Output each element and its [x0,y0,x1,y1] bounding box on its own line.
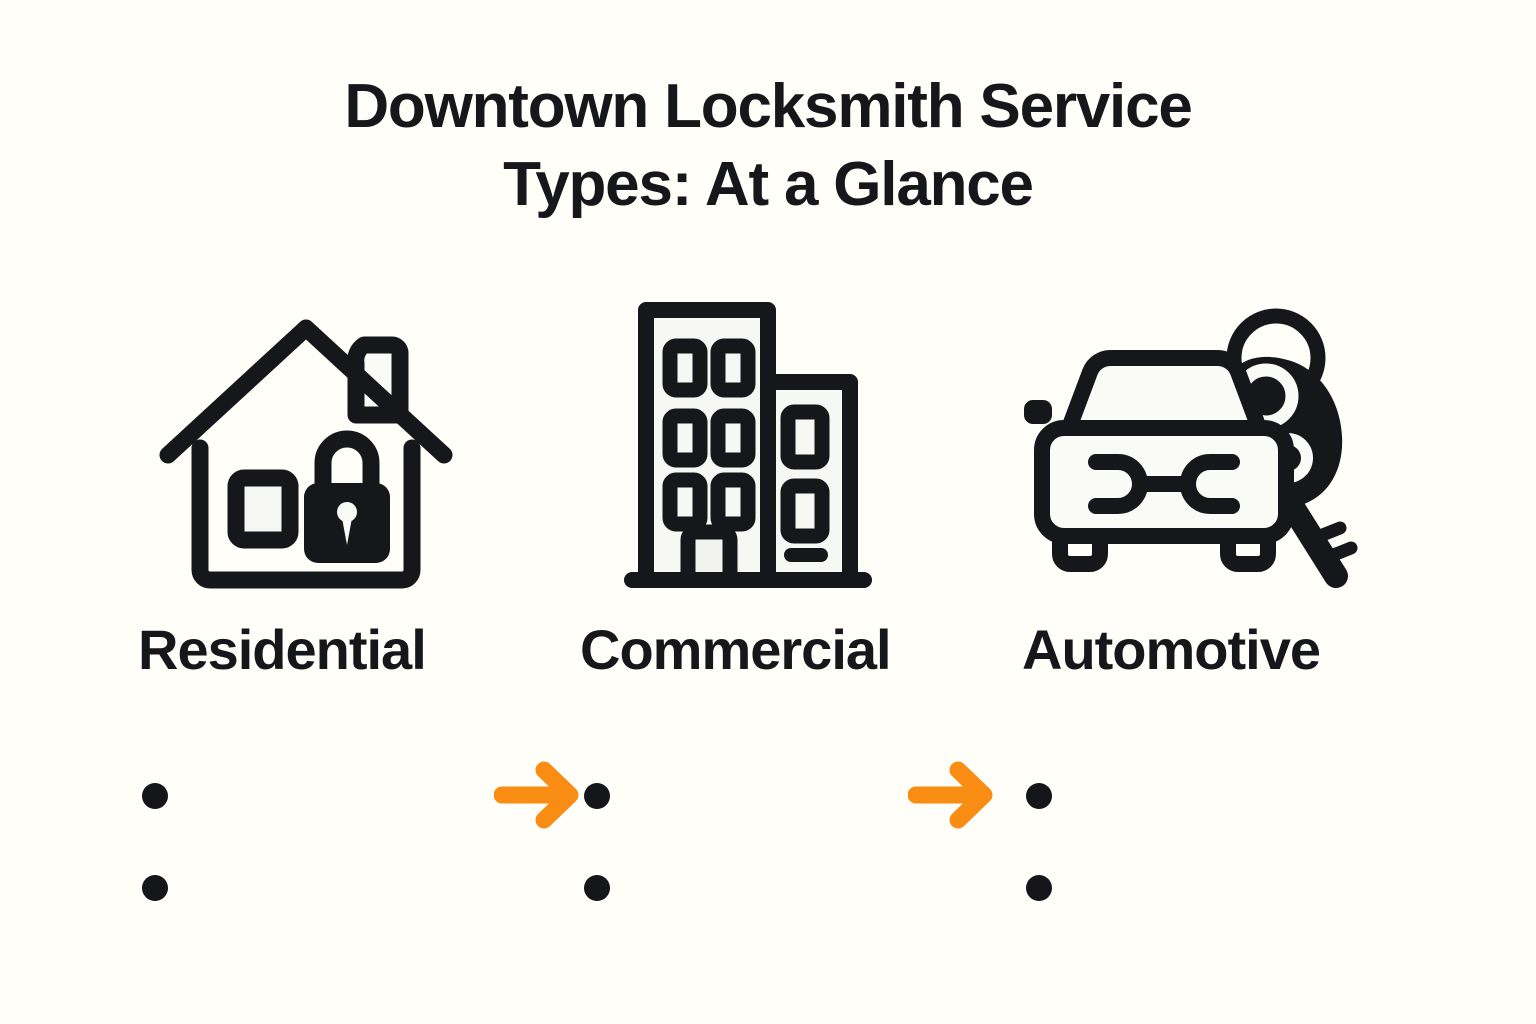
commercial-bullet-list [584,750,984,934]
service-column-commercial: Commercial [570,300,990,940]
residential-icon-wrap [128,300,548,600]
list-item [584,750,984,842]
column-label-automotive: Automotive [1022,618,1321,681]
service-column-residential: Residential [128,300,548,940]
service-type-columns: Residential [0,300,1536,940]
service-column-automotive: Automotive [1012,300,1432,940]
office-buildings-icon [624,302,872,588]
column-label-residential: Residential [138,618,427,681]
column-label-commercial: Commercial [580,618,892,681]
bullet-dot-icon [1026,875,1052,901]
bullet-dot-icon [584,783,610,809]
bullet-dot-icon [142,783,168,809]
list-item [584,842,984,934]
arrow-right-icon [493,761,579,829]
title-line-1: Downtown Locksmith Service [344,72,1193,141]
flow-arrow-1 [493,755,586,840]
flow-arrow-2 [907,755,1000,840]
bullet-dot-icon [584,875,610,901]
house-with-padlock-icon [159,319,453,589]
list-item [1026,750,1426,842]
commercial-icon-wrap [570,300,990,600]
car-with-key-fob-icon [1024,308,1358,588]
residential-bullet-list [142,750,542,934]
bullet-dot-icon [1026,783,1052,809]
arrow-right-icon [907,761,993,829]
list-item [142,750,542,842]
automotive-bullet-list [1026,750,1426,934]
list-item [1026,842,1426,934]
page-title: Downtown Locksmith Service Types: At a G… [0,68,1536,224]
bullet-dot-icon [142,875,168,901]
automotive-icon-wrap [1012,300,1432,600]
title-line-2: Types: At a Glance [503,150,1034,219]
list-item [142,842,542,934]
